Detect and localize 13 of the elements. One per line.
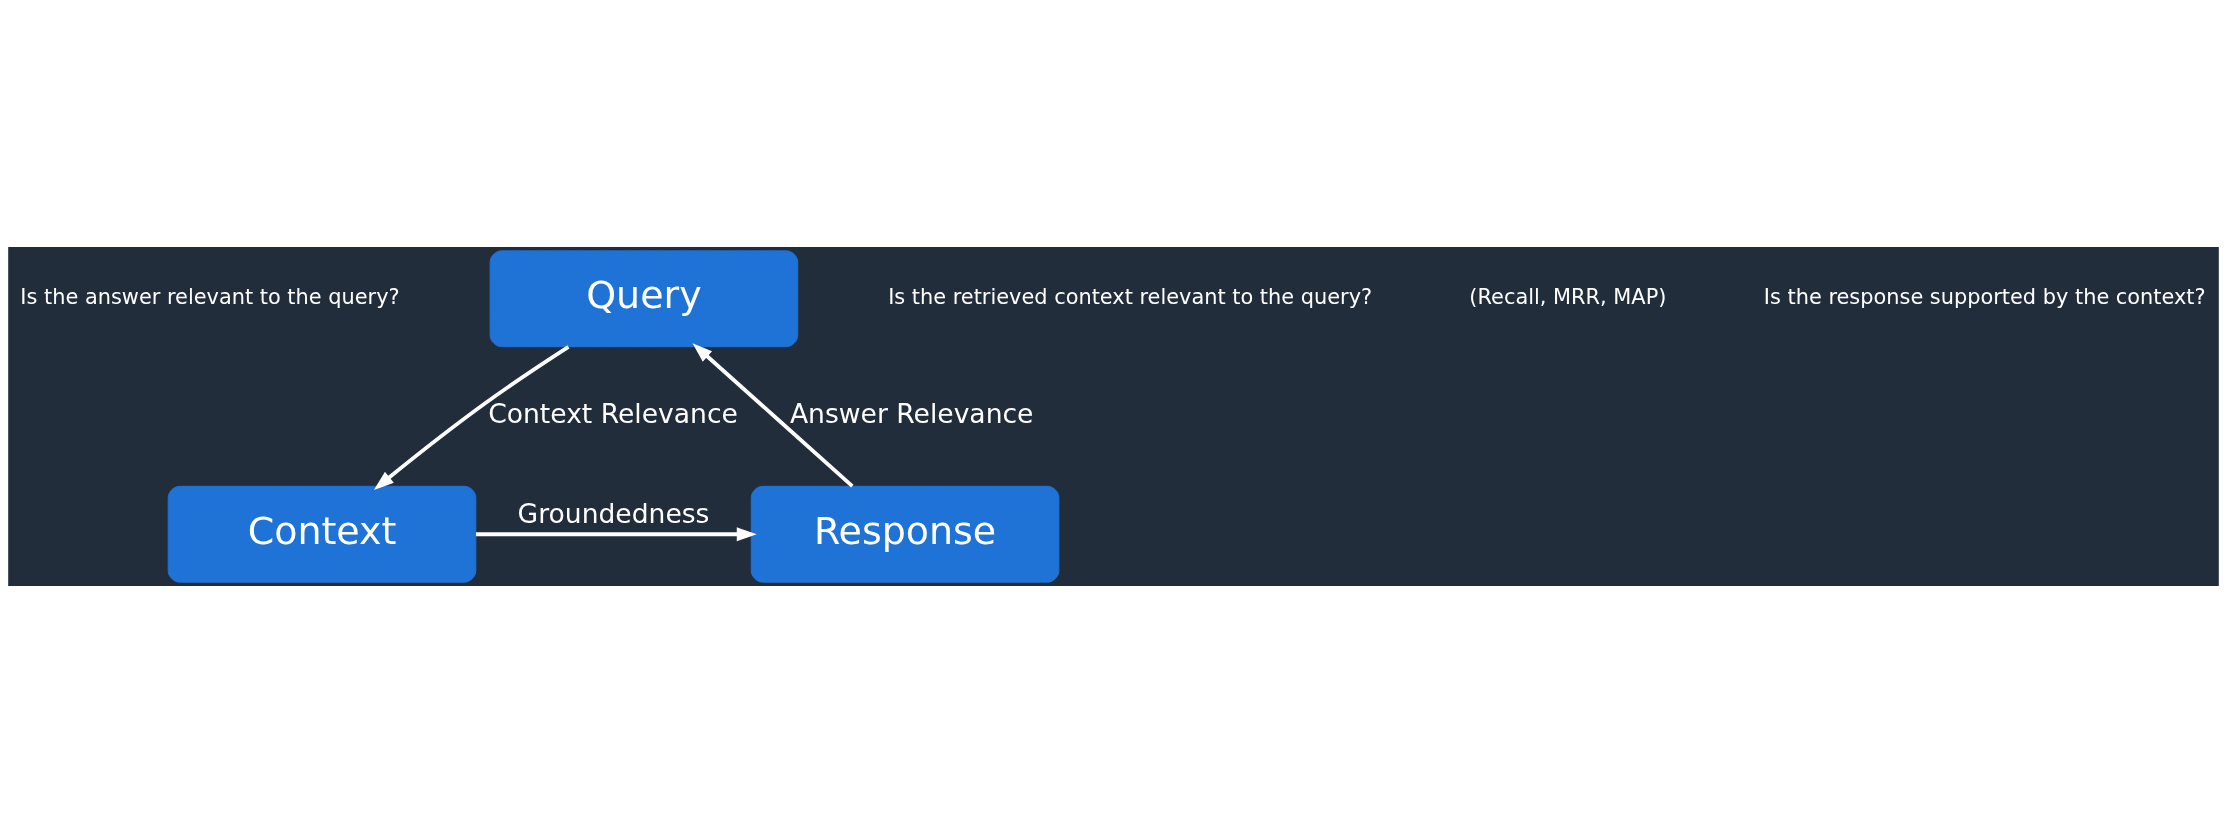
edge-label: Context Relevance (488, 397, 738, 429)
node-box: Response (750, 485, 1060, 583)
label: Is the answer relevant to the query? (20, 284, 400, 309)
node-box: Context (167, 485, 477, 583)
edge-label: Groundedness (517, 497, 710, 529)
label: Is the retrieved context relevant to the query? (888, 284, 1373, 309)
node-box: Query (489, 249, 799, 347)
arrow (373, 344, 570, 490)
edge-label: Answer Relevance (789, 397, 1034, 429)
label: (Recall, MRR, MAP) (1469, 284, 1667, 309)
arrow (475, 526, 757, 541)
arrow (692, 342, 854, 487)
label: Is the response supported by the context? (1763, 284, 2206, 309)
